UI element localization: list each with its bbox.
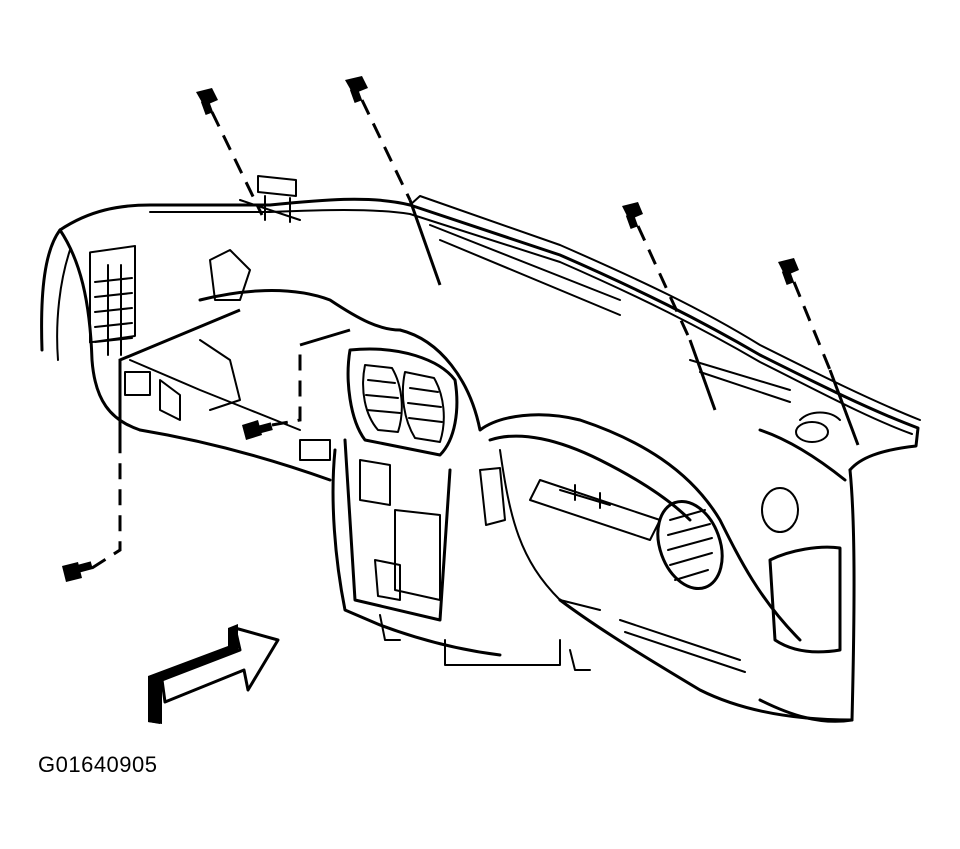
bolt-icon [778, 258, 799, 285]
instrument-panel-carrier [40, 175, 921, 723]
bolt-icon [62, 561, 93, 582]
fastener-guide-lines [91, 99, 860, 570]
right-vent [656, 499, 724, 591]
bolt-icon [622, 202, 643, 229]
center-vents [346, 347, 459, 457]
view-direction-arrow-icon [148, 624, 280, 724]
bolt-icon [345, 76, 368, 103]
figure-id-label: G01640905 [38, 752, 158, 777]
bolt-icon [242, 420, 273, 440]
bolt-icon [196, 88, 218, 115]
